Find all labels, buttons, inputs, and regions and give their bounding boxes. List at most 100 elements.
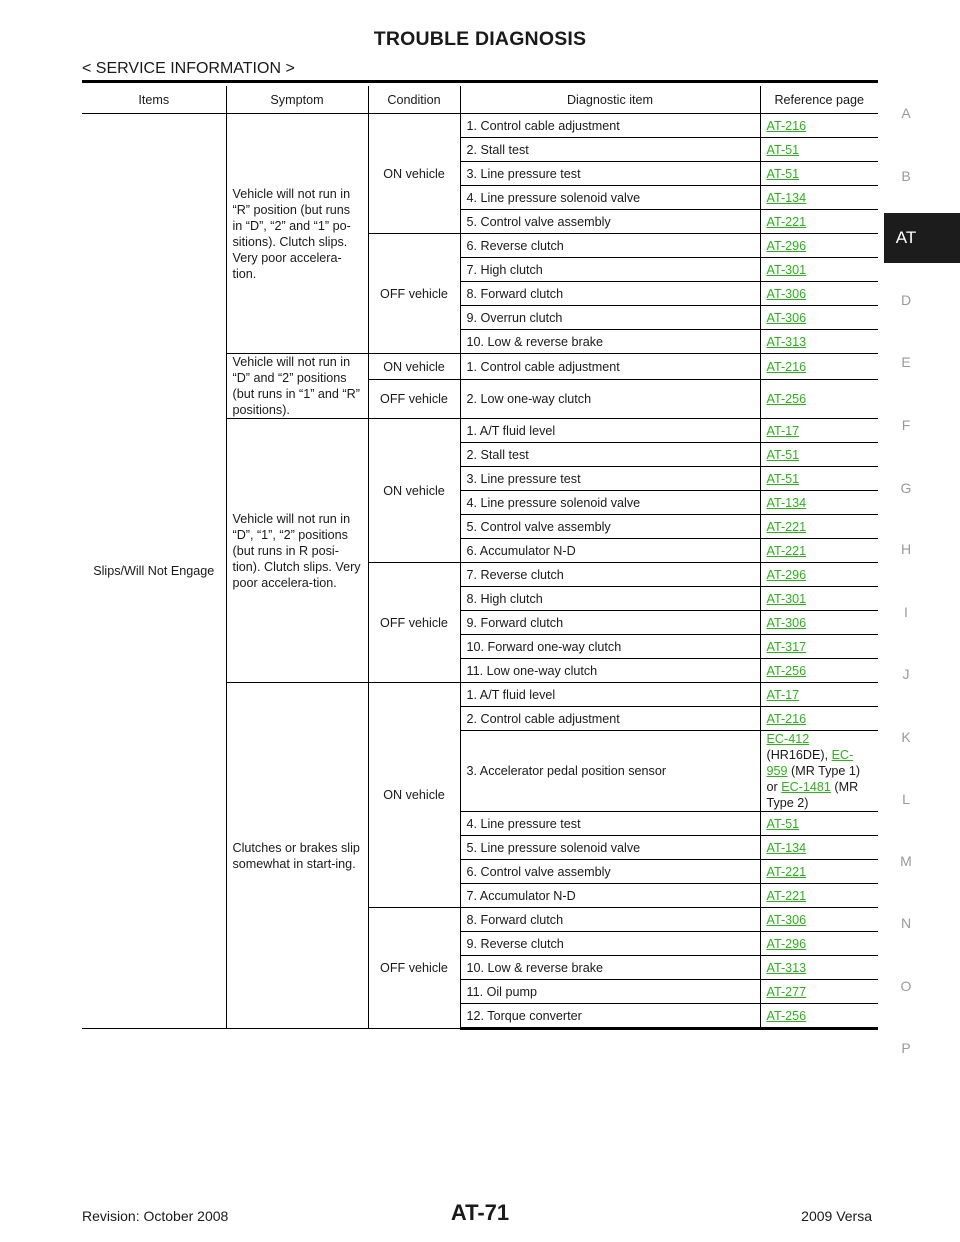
diagnostic-item: 2. Stall test (460, 137, 761, 162)
reference-link[interactable]: AT-221 (766, 519, 807, 534)
symptom-cell: Vehicle will not run in “R” position (bu… (225, 113, 369, 354)
table-row: 10. Forward one-way clutch AT-317 (82, 634, 878, 659)
footer-model: 2009 Versa (801, 1208, 872, 1224)
reference-link[interactable]: AT-256 (766, 663, 807, 678)
reference-link[interactable]: AT-296 (766, 238, 807, 253)
reference-link[interactable]: AT-256 (766, 392, 807, 406)
diagnostic-item: 2. Control cable adjustment (460, 706, 761, 731)
reference-link[interactable]: AT-51 (766, 816, 800, 831)
diagnostic-item: 2. Stall test (460, 442, 761, 467)
section-tab-at-label: AT (895, 228, 917, 247)
section-tab-p[interactable]: P (901, 1040, 911, 1056)
section-tab-m[interactable]: M (900, 853, 912, 869)
section-tab-a[interactable]: A (901, 105, 911, 121)
table-row: Vehicle will not run in “D”, “1”, “2” po… (82, 418, 878, 683)
section-tab-h[interactable]: H (900, 541, 912, 557)
diagnostic-item: 3. Line pressure test (460, 161, 761, 186)
section-tab-at-active[interactable]: AT (884, 213, 960, 263)
section-tab-e[interactable]: E (901, 354, 911, 370)
reference-link[interactable]: AT-51 (766, 447, 800, 462)
table-row: Clutches or brakes slip somewhat in star… (82, 682, 878, 1029)
reference-link[interactable]: AT-306 (766, 286, 807, 301)
header-condition: Condition (367, 86, 461, 114)
diagnosis-table: Items Symptom Condition Diagnostic item … (82, 86, 878, 1030)
diagnostic-item: 11. Low one-way clutch (460, 658, 761, 683)
diagnostic-item: 9. Forward clutch (460, 610, 761, 635)
reference-link[interactable]: AT-296 (766, 567, 807, 582)
reference-link[interactable]: AT-51 (766, 142, 800, 157)
reference-link[interactable]: AT-313 (766, 334, 807, 349)
diagnostic-item: 5. Control valve assembly (460, 209, 761, 234)
section-tab-o[interactable]: O (900, 978, 912, 994)
reference-link[interactable]: AT-221 (766, 214, 807, 229)
reference-link[interactable]: AT-256 (766, 1008, 807, 1023)
table-row: 9. Overrun clutch AT-306 (82, 305, 878, 330)
reference-link[interactable]: EC-412 (766, 732, 810, 746)
section-tab-j[interactable]: J (902, 666, 910, 682)
reference-link[interactable]: AT-221 (766, 864, 807, 879)
reference-link[interactable]: AT-306 (766, 912, 807, 927)
diagnostic-item: 9. Overrun clutch (460, 305, 761, 330)
reference-link[interactable]: AT-317 (766, 639, 807, 654)
diagnostic-item: 7. Accumulator N-D (460, 883, 761, 908)
reference-link[interactable]: AT-134 (766, 495, 807, 510)
section-tab-d[interactable]: D (900, 292, 912, 308)
diagnostic-item: 8. Forward clutch (459, 907, 761, 932)
section-tab-n[interactable]: N (900, 915, 912, 931)
section-tab-g[interactable]: G (900, 480, 912, 496)
footer-revision: Revision: October 2008 (82, 1208, 229, 1224)
table-row: 12. Torque converter AT-256 (82, 1003, 878, 1030)
table-row: 5. Control valve assembly AT-221 (82, 209, 878, 234)
diagnostic-item: 12. Torque converter (460, 1003, 761, 1030)
diagnostic-item: 10. Forward one-way clutch (460, 634, 761, 659)
diagnostic-item: 3. Accelerator pedal position sensor (460, 730, 761, 812)
reference-link[interactable]: EC-959 (766, 748, 854, 778)
reference-link[interactable]: AT-301 (766, 591, 807, 606)
page-title: TROUBLE DIAGNOSIS (373, 28, 587, 50)
diagnostic-item: 11. Oil pump (460, 979, 761, 1004)
section-tab-b[interactable]: B (901, 168, 911, 184)
table-row: 4. Line pressure solenoid valve AT-134 (82, 490, 878, 515)
symptom-cell: Vehicle will not run in “D”, “1”, “2” po… (226, 418, 369, 683)
reference-link[interactable]: AT-51 (766, 471, 800, 486)
diagnostic-item: 8. Forward clutch (460, 281, 761, 306)
header-diagnostic-item: Diagnostic item (459, 86, 761, 114)
section-tab-i[interactable]: I (904, 604, 908, 620)
reference-link[interactable]: AT-17 (766, 687, 800, 702)
reference-link[interactable]: AT-216 (766, 711, 807, 726)
table-row: OFF vehicle 6. Reverse clutch AT-296 (82, 233, 878, 354)
section-tab-k[interactable]: K (901, 729, 911, 745)
reference-link[interactable]: AT-306 (766, 615, 807, 630)
diagnostic-item: 7. Reverse clutch (459, 562, 761, 587)
reference-link[interactable]: AT-296 (766, 936, 807, 951)
reference-link[interactable]: AT-216 (766, 118, 807, 133)
reference-link[interactable]: AT-134 (766, 190, 807, 205)
header-symptom: Symptom (225, 86, 369, 114)
reference-multi: EC-412 (HR16DE), EC-959 (MR Type 1) or E… (759, 730, 878, 812)
reference-link[interactable]: EC-1481 (781, 780, 831, 794)
diagnostic-item: 4. Line pressure solenoid valve (460, 490, 761, 515)
section-tab-f[interactable]: F (901, 417, 911, 433)
reference-link[interactable]: AT-17 (766, 423, 800, 438)
diagnostic-item: 7. High clutch (460, 257, 761, 282)
diagnostic-item: 1. A/T fluid level (459, 682, 761, 707)
diagnostic-item: 4. Line pressure solenoid valve (460, 185, 761, 210)
table-row: 2. Control cable adjustment AT-216 (82, 706, 878, 731)
reference-link[interactable]: AT-277 (766, 984, 807, 999)
reference-link[interactable]: AT-301 (766, 262, 807, 277)
reference-link[interactable]: AT-221 (766, 543, 807, 558)
diagnostic-item: 2. Low one-way clutch (459, 379, 761, 419)
section-tab-l[interactable]: L (902, 791, 910, 807)
reference-link[interactable]: AT-221 (766, 888, 807, 903)
reference-link[interactable]: AT-51 (766, 166, 800, 181)
reference-link[interactable]: AT-306 (766, 310, 807, 325)
table-header-row: Items Symptom Condition Diagnostic item … (82, 86, 878, 114)
reference-link[interactable]: AT-313 (766, 960, 807, 975)
condition-cell: ON vehicle (367, 682, 461, 908)
reference-link[interactable]: AT-216 (766, 359, 807, 374)
reference-link[interactable]: AT-134 (766, 840, 807, 855)
table-row: 8. Forward clutch AT-306 (82, 281, 878, 306)
